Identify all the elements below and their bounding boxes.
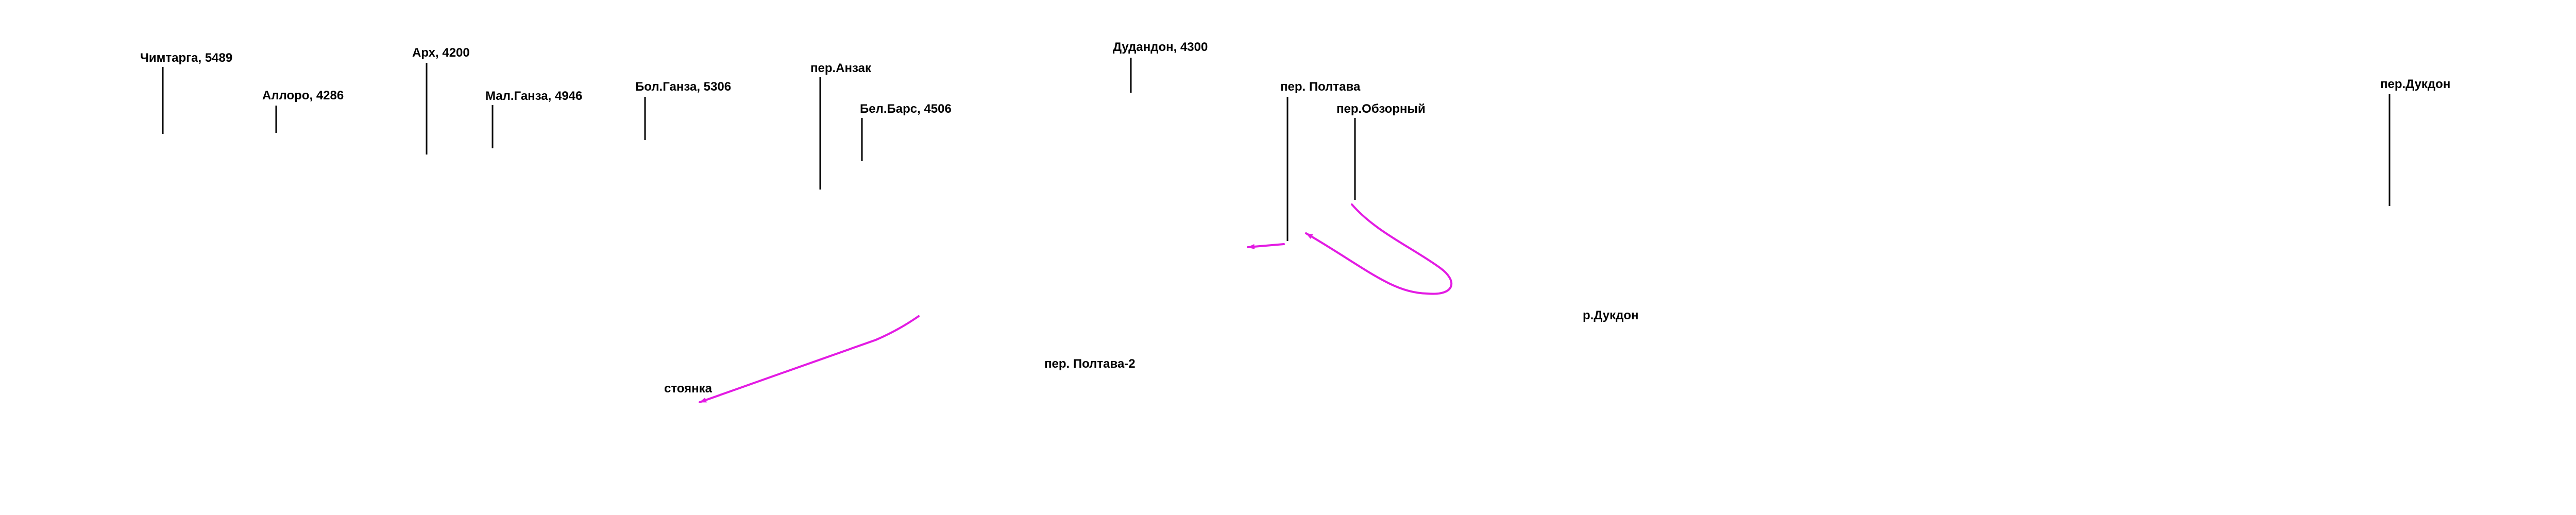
peak-chimtarga: Чимтарга, 5489 [140,51,232,134]
peak-label-mal-ganza: Мал.Ганза, 4946 [485,89,582,103]
peak-bol-ganza: Бол.Ганза, 5306 [635,80,731,140]
peak-mal-ganza: Мал.Ганза, 4946 [485,89,582,148]
peak-label-dudandon: Дудандон, 4300 [1113,40,1208,54]
peak-label-arkh: Арх, 4200 [412,46,470,60]
river-label-dukdon: р.Дукдон [1583,308,1638,322]
peak-label-alloro: Аллоро, 4286 [262,89,344,102]
pass-label-poltava-2: пер. Полтава-2 [1044,357,1136,371]
peak-label-bol-ganza: Бол.Ганза, 5306 [635,80,731,94]
pass-label-poltava: пер. Полтава [1280,80,1361,94]
pass-label-anzak: пер.Анзак [810,61,872,75]
peak-label-bel-bars: Бел.Барс, 4506 [860,102,952,116]
pass-label-dukdon: пер.Дукдон [2380,77,2450,91]
route-arrow-from-poltava [1247,243,1285,249]
pass-poltava: пер. Полтава [1280,80,1361,241]
pass-dukdon: пер.Дукдон [2380,77,2450,206]
peak-bel-bars: Бел.Барс, 4506 [860,102,952,161]
pass-obzorny: пер.Обзорный [1336,102,1426,200]
route-arrow-from-obzorny [1305,203,1453,295]
camp-label: стоянка [664,382,713,396]
pass-label-obzorny: пер.Обзорный [1336,102,1426,116]
pass-anzak: пер.Анзак [810,61,872,190]
peak-alloro: Аллоро, 4286 [262,89,344,133]
route-arrow-to-camp [699,315,920,403]
peak-label-chimtarga: Чимтарга, 5489 [140,51,232,65]
peak-dudandon: Дудандон, 4300 [1113,40,1208,93]
peak-arkh: Арх, 4200 [412,46,470,154]
